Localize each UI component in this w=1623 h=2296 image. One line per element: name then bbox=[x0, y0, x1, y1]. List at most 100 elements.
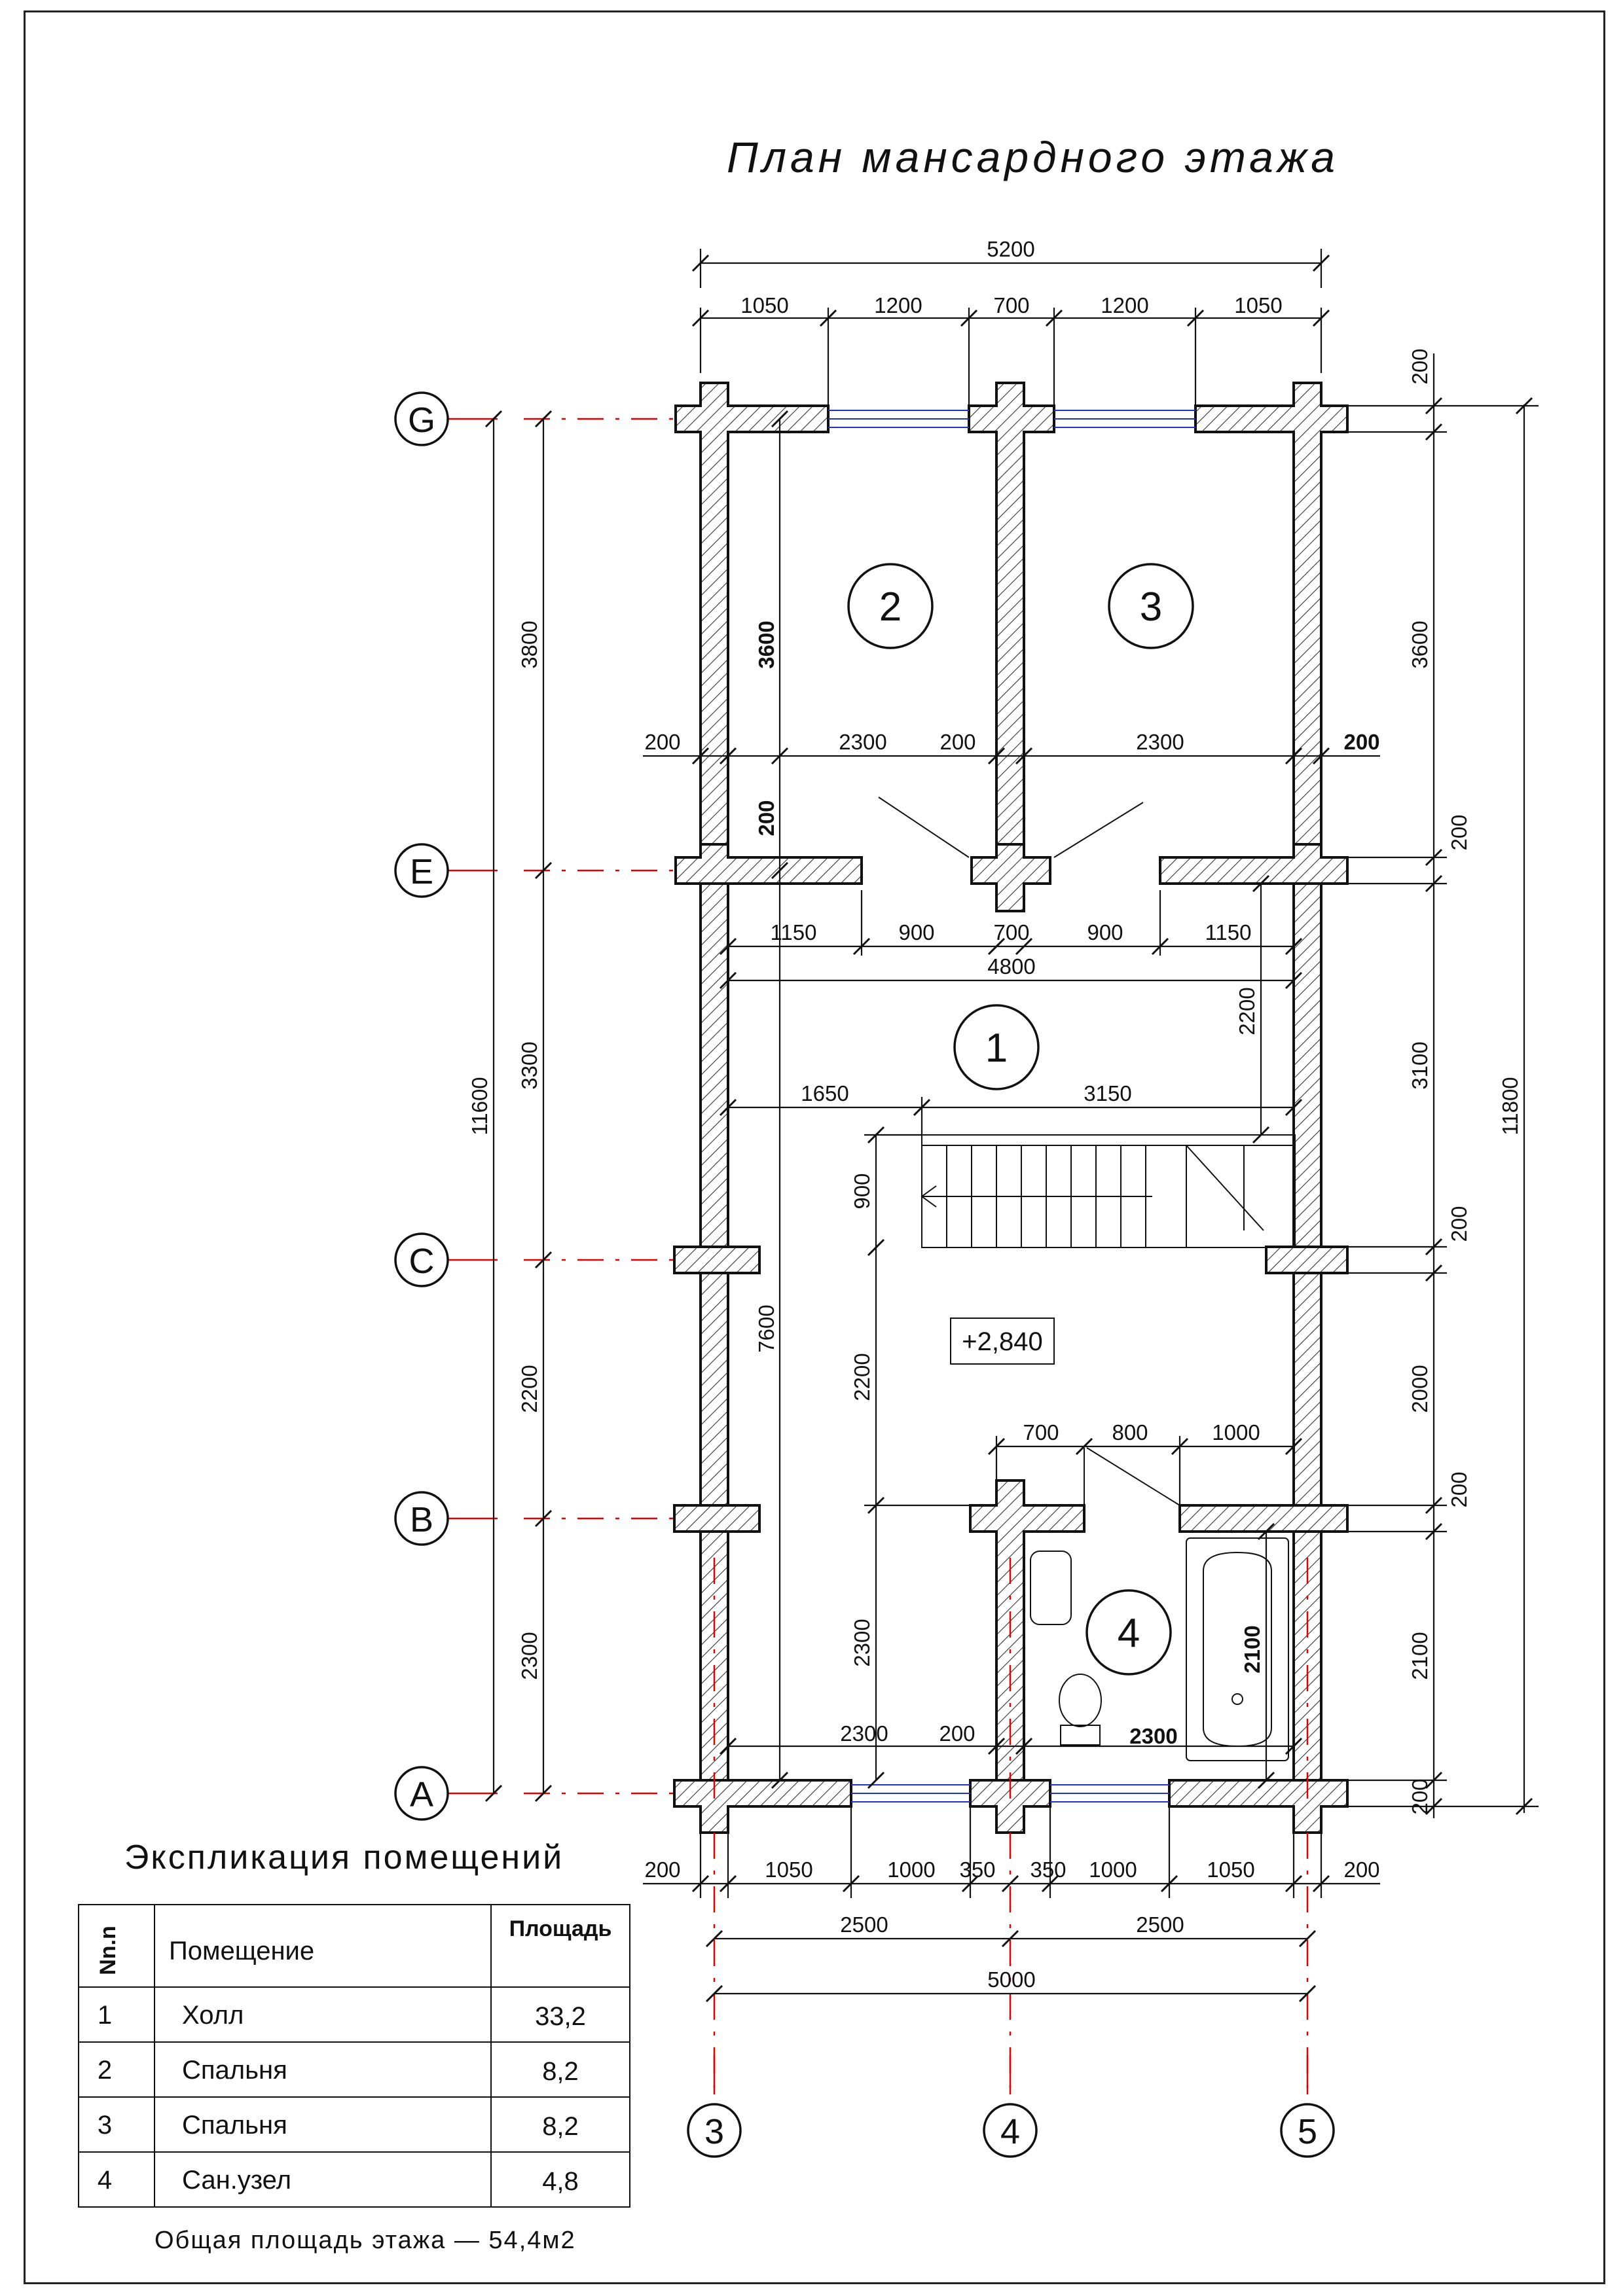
svg-text:3: 3 bbox=[1140, 584, 1162, 630]
door-swings bbox=[878, 797, 1180, 1532]
svg-text:200: 200 bbox=[1447, 814, 1471, 850]
svg-text:A: A bbox=[410, 1775, 433, 1814]
svg-text:200: 200 bbox=[644, 730, 680, 754]
svg-text:2500: 2500 bbox=[1136, 1912, 1184, 1937]
svg-text:900: 900 bbox=[850, 1173, 874, 1209]
svg-text:3150: 3150 bbox=[1084, 1081, 1131, 1105]
wall-left-exterior bbox=[699, 882, 729, 1782]
svg-text:2200: 2200 bbox=[1235, 987, 1259, 1035]
svg-text:8,2: 8,2 bbox=[542, 2057, 579, 2086]
axis-marker-a: A bbox=[394, 1766, 449, 1821]
svg-text:3100: 3100 bbox=[1408, 1041, 1432, 1089]
svg-text:1000: 1000 bbox=[1089, 1857, 1137, 1882]
axis-marker-g: G bbox=[394, 391, 449, 446]
room-marker-1: 1 bbox=[953, 1004, 1040, 1090]
svg-text:1050: 1050 bbox=[1207, 1857, 1254, 1882]
svg-text:4800: 4800 bbox=[987, 954, 1035, 978]
svg-text:350: 350 bbox=[1030, 1857, 1066, 1882]
table-row: 2 Спальня 8,2 bbox=[98, 2056, 579, 2086]
svg-text:350: 350 bbox=[959, 1857, 995, 1882]
svg-text:700: 700 bbox=[993, 293, 1029, 317]
svg-text:3300: 3300 bbox=[517, 1041, 541, 1089]
svg-text:2000: 2000 bbox=[1408, 1365, 1432, 1412]
svg-text:200: 200 bbox=[1447, 1471, 1471, 1507]
svg-text:1150: 1150 bbox=[771, 920, 817, 944]
axis-markers: G E C B A 3 4 bbox=[394, 391, 1335, 2158]
svg-text:900: 900 bbox=[1087, 920, 1123, 944]
wall-g-middle bbox=[968, 382, 1055, 862]
table-row: 3 Спальня 8,2 bbox=[98, 2111, 579, 2141]
svg-text:1200: 1200 bbox=[874, 293, 922, 317]
svg-text:C: C bbox=[409, 1242, 435, 1281]
svg-text:5000: 5000 bbox=[987, 1967, 1035, 1992]
svg-text:4: 4 bbox=[98, 2166, 112, 2195]
svg-text:700: 700 bbox=[993, 920, 1029, 944]
svg-text:2300: 2300 bbox=[839, 730, 886, 754]
svg-text:2100: 2100 bbox=[1408, 1632, 1432, 1679]
svg-text:700: 700 bbox=[1023, 1420, 1059, 1444]
svg-text:5: 5 bbox=[1298, 2112, 1317, 2151]
svg-text:900: 900 bbox=[898, 920, 934, 944]
svg-text:200: 200 bbox=[1408, 348, 1432, 384]
level-mark: +2,840 bbox=[950, 1318, 1055, 1365]
svg-text:200: 200 bbox=[1343, 1857, 1379, 1882]
wall-c-left bbox=[673, 1246, 761, 1274]
svg-text:1050: 1050 bbox=[1234, 293, 1282, 317]
svg-text:11600: 11600 bbox=[467, 1077, 492, 1135]
svg-text:2: 2 bbox=[98, 2056, 112, 2085]
svg-text:5200: 5200 bbox=[987, 237, 1034, 261]
svg-text:8,2: 8,2 bbox=[542, 2112, 579, 2141]
axis-marker-b: B bbox=[394, 1491, 449, 1546]
table-row: 1 Холл 33,2 bbox=[98, 2001, 586, 2031]
svg-text:2100: 2100 bbox=[1240, 1625, 1264, 1673]
svg-text:1200: 1200 bbox=[1101, 293, 1148, 317]
svg-text:800: 800 bbox=[1112, 1420, 1148, 1444]
svg-text:3600: 3600 bbox=[1408, 620, 1432, 668]
svg-text:4: 4 bbox=[1000, 2112, 1020, 2151]
svg-text:Сан.узел: Сан.узел bbox=[182, 2166, 291, 2195]
svg-text:2200: 2200 bbox=[517, 1365, 541, 1412]
svg-text:4: 4 bbox=[1118, 1611, 1140, 1656]
svg-text:200: 200 bbox=[939, 1721, 975, 1746]
wall-b-right bbox=[1178, 1504, 1349, 1533]
svg-text:E: E bbox=[410, 852, 433, 891]
svg-text:200: 200 bbox=[1408, 1778, 1432, 1814]
svg-text:1: 1 bbox=[985, 1026, 1008, 1071]
svg-text:Спальня: Спальня bbox=[182, 2056, 287, 2085]
svg-text:1150: 1150 bbox=[1205, 920, 1252, 944]
table-row: 4 Сан.узел 4,8 bbox=[98, 2166, 579, 2196]
wall-b-middle bbox=[969, 1479, 1085, 1782]
svg-text:1050: 1050 bbox=[765, 1857, 812, 1882]
room-marker-3: 3 bbox=[1108, 563, 1194, 649]
room-marker-4: 4 bbox=[1085, 1589, 1172, 1676]
svg-text:7600: 7600 bbox=[754, 1304, 778, 1352]
svg-text:2300: 2300 bbox=[840, 1721, 888, 1746]
svg-text:3600: 3600 bbox=[754, 620, 778, 668]
table-header-number: Nn.n bbox=[96, 1926, 120, 1975]
svg-text:G: G bbox=[408, 401, 435, 440]
explication: Экспликация помещений Nn.n Помещение Пло… bbox=[78, 1839, 630, 2254]
svg-text:3800: 3800 bbox=[517, 620, 541, 668]
svg-text:+2,840: +2,840 bbox=[962, 1327, 1042, 1356]
svg-text:2200: 2200 bbox=[850, 1353, 874, 1401]
wall-e-middle bbox=[970, 843, 1051, 912]
svg-text:1000: 1000 bbox=[887, 1857, 935, 1882]
svg-text:2300: 2300 bbox=[850, 1619, 874, 1666]
svg-text:200: 200 bbox=[1447, 1206, 1471, 1242]
svg-text:2300: 2300 bbox=[1136, 730, 1184, 754]
total-area: Общая площадь этажа — 54,4м2 bbox=[155, 2227, 576, 2254]
svg-text:1050: 1050 bbox=[740, 293, 788, 317]
axis-marker-5: 5 bbox=[1280, 2103, 1335, 2158]
svg-text:1650: 1650 bbox=[801, 1081, 848, 1105]
wall-g-left bbox=[674, 382, 830, 862]
axis-marker-c: C bbox=[394, 1232, 449, 1287]
axis-lines bbox=[448, 418, 1309, 2094]
wall-b-left bbox=[673, 1504, 761, 1533]
walls bbox=[673, 382, 1349, 1834]
explication-table: Nn.n Помещение Площадь 1 Холл 33,2 2 Спа… bbox=[78, 1904, 630, 2208]
room-marker-2: 2 bbox=[847, 563, 934, 649]
svg-text:1000: 1000 bbox=[1212, 1420, 1260, 1444]
plan-title: План мансардного этажа bbox=[727, 133, 1339, 181]
svg-text:11800: 11800 bbox=[1498, 1077, 1522, 1135]
